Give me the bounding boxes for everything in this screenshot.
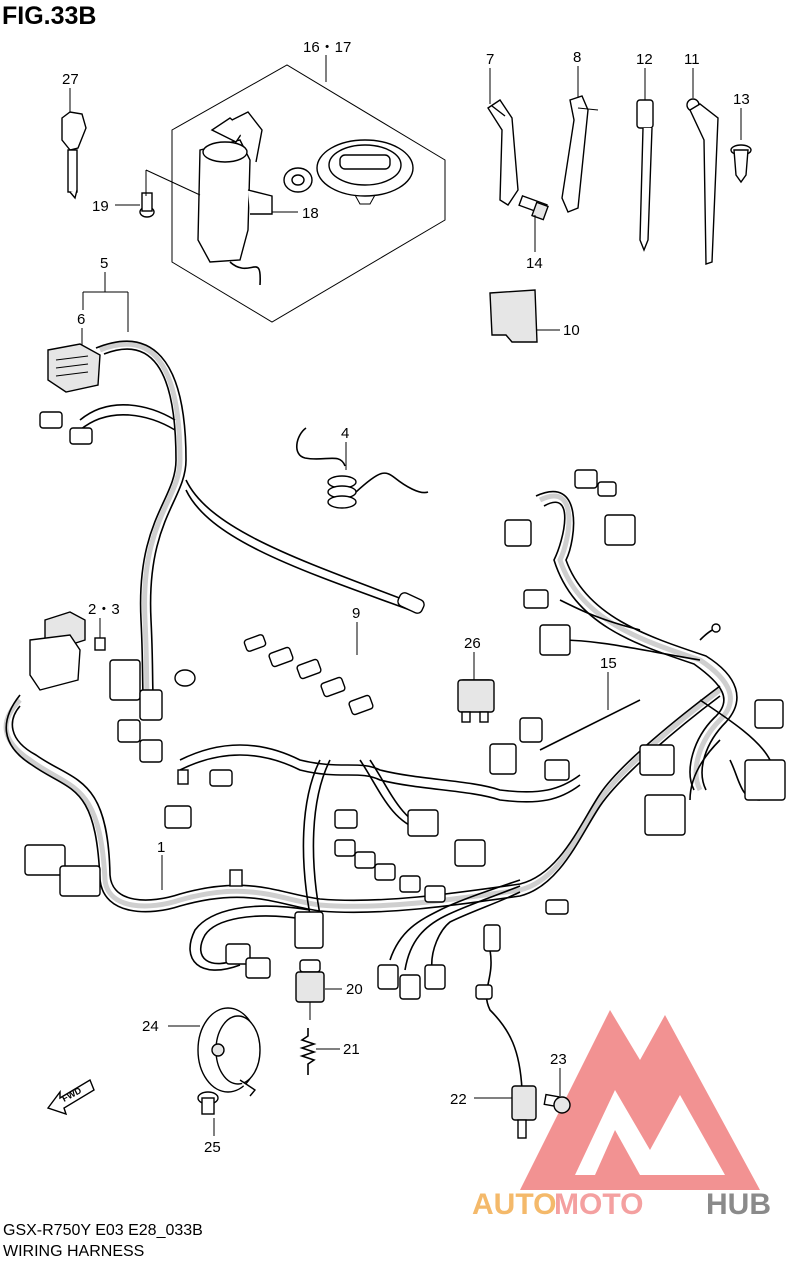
switch-20	[295, 959, 325, 1020]
callout-5: 5	[100, 255, 108, 272]
callout-16-17: 16・17	[303, 39, 351, 56]
callout-labels: 27 16・17 19 18 7 8 12 11 13 14 10 5 6 4 …	[62, 39, 750, 1156]
horn-24	[197, 1007, 261, 1097]
callout-14: 14	[526, 255, 543, 272]
callout-7: 7	[486, 51, 494, 68]
callout-11: 11	[684, 51, 700, 68]
callout-20: 20	[346, 981, 363, 998]
callout-12: 12	[636, 51, 653, 68]
callout-10: 10	[563, 322, 580, 339]
watermark-hub: HUB	[706, 1188, 771, 1221]
callout-19: 19	[92, 198, 109, 215]
watermark-text: AUTO MOTO HUB	[472, 1188, 771, 1221]
harness-connectors	[24, 343, 786, 1000]
callout-21: 21	[343, 1041, 360, 1058]
callout-15: 15	[600, 655, 617, 672]
screw-19	[139, 192, 155, 218]
watermark-auto: AUTO	[472, 1188, 556, 1221]
callout-13: 13	[733, 91, 750, 108]
sensor-22	[475, 924, 537, 1139]
relay-26	[457, 679, 495, 723]
watermark-moto: MOTO	[554, 1188, 643, 1221]
callout-27: 27	[62, 71, 79, 88]
cable-tie-12	[636, 99, 654, 252]
ignition-switch-set-16-17	[171, 64, 446, 323]
leader-lines	[69, 55, 742, 1136]
callout-22: 22	[450, 1091, 467, 1108]
cable-tie-11	[686, 98, 719, 265]
main-wiring-harness-1	[3, 340, 771, 971]
callout-25: 25	[204, 1139, 221, 1156]
forward-arrow-icon: FWD	[46, 1078, 95, 1116]
watermark-logo	[520, 1010, 760, 1190]
callout-8: 8	[573, 49, 581, 66]
ignition-key-27	[61, 111, 87, 200]
bolt-23	[543, 1093, 571, 1114]
pad-10	[489, 289, 538, 343]
spring-21	[299, 1028, 317, 1075]
figure-name: WIRING HARNESS	[3, 1243, 145, 1260]
callout-24: 24	[142, 1018, 159, 1035]
callout-9: 9	[352, 605, 360, 622]
clamp-7	[487, 99, 519, 206]
clip-13	[730, 144, 752, 184]
spring-4	[296, 427, 429, 509]
clamp-8	[561, 95, 599, 213]
bolt-14	[518, 194, 549, 221]
callout-2-3: 2・3	[88, 601, 120, 618]
figure-title: FIG.33B	[2, 2, 97, 30]
callout-4: 4	[341, 425, 349, 442]
callout-6: 6	[77, 311, 85, 328]
bolt-25	[197, 1091, 219, 1115]
callout-18: 18	[302, 205, 319, 222]
callout-23: 23	[550, 1051, 567, 1068]
model-code: GSX-R750Y E03 E28_033B	[3, 1222, 203, 1239]
callout-1: 1	[157, 839, 165, 856]
callout-26: 26	[464, 635, 481, 652]
